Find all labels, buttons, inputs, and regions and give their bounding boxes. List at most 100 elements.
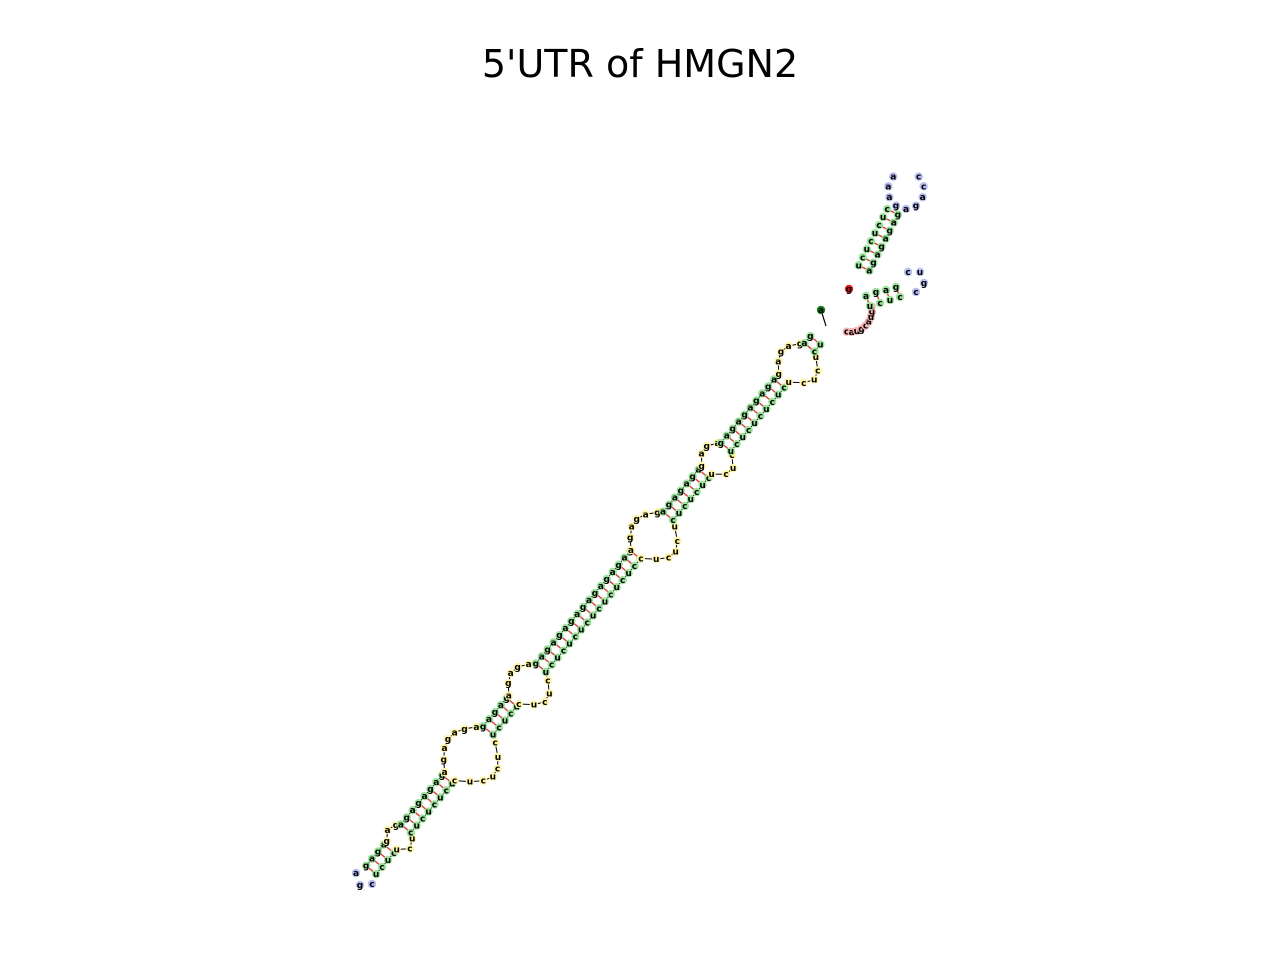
nucleotide-circle <box>405 844 415 853</box>
nucleotide-circle <box>606 590 616 599</box>
nucleotide-circle <box>776 347 786 356</box>
nucleotide-label: a <box>381 841 387 851</box>
nucleotide-label: g <box>654 508 660 518</box>
nucleotide-label: g <box>384 837 390 847</box>
nucleotide-label: u <box>393 846 399 856</box>
nucleotide-label: a <box>421 792 427 802</box>
nucleotide-circle <box>442 786 451 795</box>
nucleotide-circle <box>800 338 809 348</box>
nucleotide: g <box>543 645 552 655</box>
nucleotide: g <box>504 678 513 689</box>
nucleotide: c <box>490 738 500 749</box>
nucleotide-label: g <box>887 227 893 237</box>
nucleotide: g <box>443 734 453 745</box>
nucleotide-circle <box>426 784 435 794</box>
nucleotide: u <box>588 611 598 621</box>
nucleotide-circle <box>479 776 488 785</box>
nucleotide: u <box>686 494 695 505</box>
nucleotide-label: g <box>797 340 803 350</box>
nucleotide: c <box>810 347 819 358</box>
nucleotide: a <box>450 728 459 739</box>
nucleotide-circle <box>698 480 707 490</box>
nucleotide-label: a <box>874 251 880 261</box>
nucleotide-circle <box>383 825 392 835</box>
nucleotide-label: a <box>801 339 807 349</box>
nucleotide: a <box>800 338 809 349</box>
nucleotide-label: c <box>596 604 601 614</box>
nucleotide-label: g <box>718 439 724 449</box>
hairpin-loop-nucleotide: u <box>915 267 925 278</box>
nucleotide: c <box>582 618 592 628</box>
nucleotide-label: a <box>866 267 872 277</box>
nucleotide: c <box>406 828 416 839</box>
nucleotide-circle <box>919 182 928 191</box>
nucleotide-label: a <box>551 638 557 648</box>
nucleotide-label: a <box>473 723 479 733</box>
nucleotide-label: c <box>876 221 881 231</box>
nucleotide-circle <box>553 653 562 662</box>
nucleotide: a <box>889 218 899 229</box>
nucleotide: c <box>494 723 504 734</box>
nucleotide-circle <box>584 595 594 605</box>
nucleotide-circle <box>540 697 550 706</box>
nucleotide: u <box>424 807 433 818</box>
nucleotide-circle <box>732 439 741 449</box>
nucleotide: a <box>620 553 629 564</box>
nucleotide: g <box>626 533 635 543</box>
nucleotide: c <box>875 298 885 309</box>
nucleotide-circle <box>664 500 674 509</box>
nucleotide-label: u <box>763 405 769 415</box>
nucleotide-label: u <box>672 548 678 558</box>
nucleotide-label: a <box>629 523 635 533</box>
nucleotide-circle <box>914 172 923 181</box>
nucleotide-label: c <box>545 676 550 686</box>
nucleotide-circle <box>881 234 890 243</box>
nucleotide-label: g <box>741 411 747 421</box>
nucleotide: a <box>873 250 882 261</box>
nucleotide-circle <box>728 424 737 433</box>
nucleotide-label: a <box>598 582 604 592</box>
nucleotide-circle <box>764 382 773 391</box>
nucleotide: c <box>594 604 604 614</box>
nucleotide-label: g <box>439 771 445 781</box>
nucleotide-circle <box>882 204 892 214</box>
nucleotide: u <box>816 340 825 350</box>
nucleotide-label: u <box>467 778 473 788</box>
nucleotide-label: u <box>699 481 705 491</box>
nucleotide-label: c <box>863 322 868 332</box>
nucleotide: c <box>377 862 387 873</box>
nucleotide: g <box>885 226 894 237</box>
diagram-title: 5'UTR of HMGN2 <box>481 42 799 86</box>
nucleotide-label: a <box>672 494 678 504</box>
nucleotide-circle <box>702 441 711 451</box>
nucleotide-circle <box>493 764 502 773</box>
nucleotide: u <box>810 375 819 386</box>
nucleotide: a <box>627 522 636 533</box>
nucleotide-label: a <box>384 826 390 836</box>
nucleotide-circle <box>541 667 550 676</box>
nucleotide-label: a <box>771 375 777 385</box>
nucleotide-label: u <box>854 327 860 337</box>
nucleotide-circle <box>810 347 819 356</box>
nucleotide-label: g <box>580 603 586 613</box>
nucleotide-label: u <box>425 808 431 818</box>
nucleotide-label: a <box>775 357 781 367</box>
nucleotide-circle <box>869 258 878 267</box>
nucleotide: u <box>773 390 783 401</box>
nucleotide-circle <box>377 862 387 872</box>
nucleotide-circle <box>641 510 650 519</box>
nucleotide-label: g <box>913 202 919 212</box>
nucleotide: u <box>698 480 707 491</box>
nucleotide-circle <box>600 597 610 606</box>
nucleotide-label: c <box>921 182 926 192</box>
nucleotide-circle <box>773 390 783 399</box>
nucleotide-label: c <box>444 786 449 796</box>
nucleotide-label: a <box>410 806 416 816</box>
nucleotide-circle <box>402 813 411 822</box>
nucleotide-label: c <box>897 293 902 303</box>
hairpin-loop-nucleotide: a <box>885 193 894 203</box>
nucleotide-label: u <box>578 625 584 635</box>
nucleotide-circle <box>371 869 381 879</box>
nucleotide: g <box>752 396 761 406</box>
nucleotide-circle <box>578 602 588 612</box>
